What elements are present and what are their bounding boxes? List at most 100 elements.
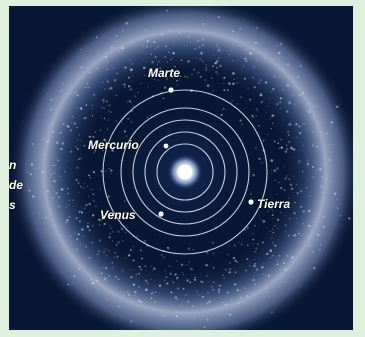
dust-speck bbox=[59, 131, 62, 134]
dust-speck bbox=[121, 269, 123, 271]
dust-speck bbox=[228, 261, 231, 264]
dust-speck bbox=[323, 216, 325, 218]
dust-speck bbox=[147, 86, 149, 89]
dust-speck bbox=[78, 134, 81, 136]
dust-speck bbox=[236, 288, 239, 291]
dust-speck bbox=[88, 135, 90, 137]
dust-speck bbox=[92, 200, 95, 203]
dust-speck bbox=[104, 73, 106, 76]
dust-speck bbox=[219, 284, 221, 287]
dust-speck bbox=[125, 257, 127, 260]
dust-speck bbox=[203, 326, 206, 329]
orbit-inner-2 bbox=[144, 131, 226, 213]
dust-speck bbox=[228, 268, 232, 271]
dust-speck bbox=[258, 82, 260, 85]
dust-speck bbox=[280, 267, 282, 269]
dust-speck bbox=[326, 177, 328, 179]
dust-speck bbox=[228, 53, 230, 55]
dust-speck bbox=[80, 157, 83, 160]
dust-speck bbox=[266, 290, 269, 293]
dust-speck bbox=[143, 74, 146, 77]
dust-speck bbox=[42, 138, 45, 141]
dust-speck bbox=[269, 296, 271, 298]
dust-speck bbox=[159, 67, 162, 70]
dust-speck bbox=[234, 271, 237, 274]
dust-speck bbox=[176, 260, 178, 262]
dust-speck bbox=[253, 86, 256, 89]
dust-speck bbox=[236, 81, 239, 84]
dust-speck bbox=[270, 257, 272, 259]
dust-speck bbox=[286, 63, 290, 66]
dust-speck bbox=[255, 115, 258, 117]
dust-speck bbox=[53, 172, 55, 174]
dust-speck bbox=[92, 135, 95, 139]
dust-speck bbox=[232, 72, 235, 75]
dust-speck bbox=[157, 60, 160, 63]
dust-speck bbox=[76, 94, 79, 97]
dust-speck bbox=[252, 48, 255, 50]
dust-speck bbox=[307, 179, 309, 181]
dust-speck bbox=[145, 265, 147, 267]
dust-speck bbox=[230, 49, 233, 52]
dust-speck bbox=[57, 159, 60, 162]
dust-speck bbox=[214, 62, 217, 64]
dust-speck bbox=[102, 81, 104, 83]
dust-speck bbox=[26, 171, 28, 174]
dust-speck bbox=[108, 274, 111, 278]
dust-speck bbox=[311, 144, 315, 148]
dust-speck bbox=[86, 185, 89, 187]
dust-speck bbox=[265, 226, 267, 229]
dust-speck bbox=[40, 192, 42, 194]
dust-speck bbox=[129, 59, 132, 61]
dust-speck bbox=[103, 117, 106, 120]
dust-speck bbox=[277, 259, 279, 261]
dust-speck bbox=[272, 231, 275, 234]
dust-speck bbox=[124, 66, 127, 69]
dust-speck bbox=[112, 67, 114, 69]
dust-speck bbox=[165, 276, 168, 278]
dust-speck bbox=[85, 203, 88, 207]
dust-speck bbox=[122, 240, 124, 242]
dust-speck bbox=[243, 19, 245, 21]
dust-speck bbox=[44, 216, 48, 219]
sun bbox=[178, 165, 192, 179]
dust-speck bbox=[335, 105, 339, 109]
dust-speck bbox=[330, 175, 332, 177]
dust-speck bbox=[286, 84, 290, 87]
dust-speck bbox=[183, 52, 185, 54]
dust-speck bbox=[223, 277, 225, 279]
dust-speck bbox=[255, 51, 257, 53]
dust-speck bbox=[269, 117, 272, 120]
dust-speck bbox=[285, 281, 287, 283]
dust-speck bbox=[323, 155, 325, 156]
dust-speck bbox=[113, 256, 116, 259]
dust-speck bbox=[285, 254, 289, 257]
dust-speck bbox=[193, 278, 197, 281]
dust-speck bbox=[217, 61, 218, 63]
dust-speck bbox=[290, 217, 292, 219]
dust-speck bbox=[270, 69, 272, 71]
dust-speck bbox=[145, 29, 147, 31]
dust-speck bbox=[132, 283, 136, 286]
dust-speck bbox=[231, 99, 234, 102]
dust-speck bbox=[88, 135, 92, 138]
dust-speck bbox=[276, 206, 278, 208]
dust-speck bbox=[211, 286, 213, 288]
dust-speck bbox=[271, 214, 274, 216]
dust-speck bbox=[130, 320, 133, 323]
dust-speck bbox=[229, 313, 232, 316]
dust-speck bbox=[154, 48, 156, 50]
dust-speck bbox=[52, 189, 55, 192]
dust-speck bbox=[200, 58, 202, 60]
dust-speck bbox=[144, 279, 148, 282]
dust-speck bbox=[111, 239, 114, 242]
dust-speck bbox=[224, 303, 227, 306]
dust-speck bbox=[68, 199, 71, 202]
dust-speck bbox=[211, 251, 215, 255]
dust-speck bbox=[93, 94, 96, 96]
dust-speck bbox=[282, 259, 284, 261]
dust-speck bbox=[297, 101, 300, 104]
dust-speck bbox=[240, 243, 243, 246]
dust-speck bbox=[137, 91, 140, 94]
dust-speck bbox=[295, 136, 297, 138]
